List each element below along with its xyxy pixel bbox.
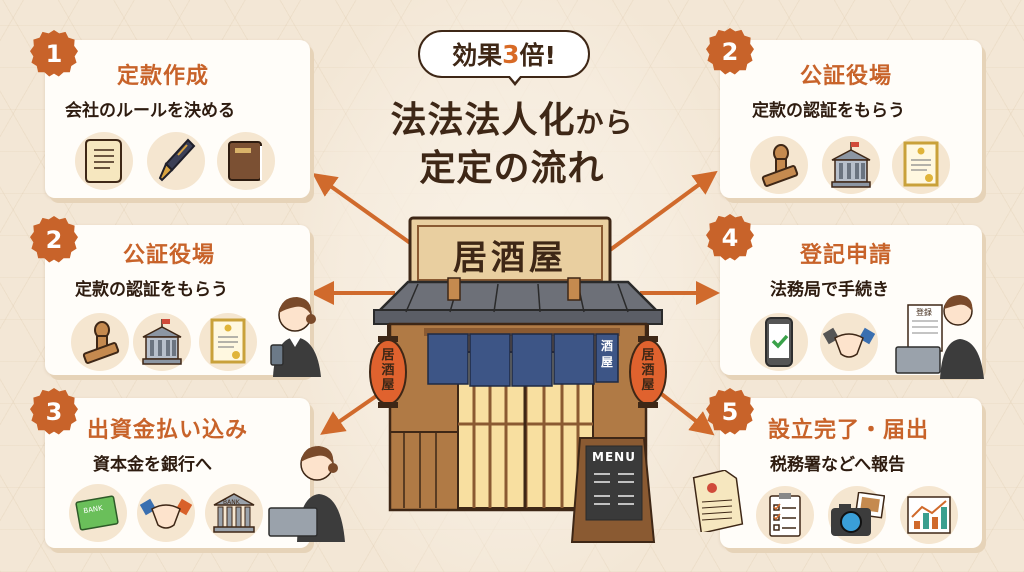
title-line1-small: から xyxy=(575,106,634,139)
shop-sign-text: 居酒屋 xyxy=(453,238,567,278)
lantern-left-text: 居酒屋 xyxy=(381,348,395,393)
step-number-badge: 3 xyxy=(30,388,78,435)
step-card-1: 定款作成 会社のルールを決める xyxy=(45,40,310,198)
step-title: 登記申請 xyxy=(800,243,893,268)
book-icon xyxy=(217,132,275,190)
staff-with-smartphone-illustration xyxy=(267,293,327,377)
government-building-icon xyxy=(133,313,191,371)
step-subtitle: 定款の認証をもらう xyxy=(75,280,228,300)
svg-text:BANK: BANK xyxy=(83,504,104,515)
bubble-accent-number: 3 xyxy=(502,39,520,69)
step-title: 公証役場 xyxy=(800,64,893,89)
smartphone-check-icon xyxy=(750,313,808,371)
step-subtitle: 法務局で手続き xyxy=(770,280,889,300)
certificate-icon xyxy=(199,313,257,371)
bubble-suffix: 倍! xyxy=(519,41,556,70)
step-subtitle: 税務署などへ報告 xyxy=(770,455,906,475)
title-line1-main: 法法法人化 xyxy=(390,100,576,141)
stamp-icon xyxy=(750,136,808,194)
izakaya-shop-illustration: 居酒屋 居酒屋 居酒屋 酒屋 MENU xyxy=(358,212,678,552)
step-subtitle: 資本金を銀行へ xyxy=(93,455,212,475)
bubble-tail-inner xyxy=(509,75,521,82)
menu-board-text: MENU xyxy=(592,450,636,464)
map-document-icon xyxy=(690,470,744,532)
step-title: 出資金払い込み xyxy=(87,418,249,443)
step-subtitle: 定款の認証をもらう xyxy=(752,101,905,121)
certificate-icon xyxy=(892,136,950,194)
step-card-2-left: 公証役場 定款の認証をもらう xyxy=(45,225,321,377)
government-building-icon xyxy=(822,136,880,194)
stamp-icon xyxy=(71,313,129,371)
scroll-icon xyxy=(75,132,133,190)
page-title: 法法法人化から 定定の流れ xyxy=(350,98,674,192)
title-line2: 定定の流れ xyxy=(419,148,605,189)
svg-text:BANK: BANK xyxy=(223,499,241,506)
step-card-4: 登記申請 法務局で手続き 登録 xyxy=(720,225,984,379)
fountain-pen-icon xyxy=(147,132,205,190)
step-title: 定款作成 xyxy=(117,64,210,89)
step-card-5: 設立完了・届出 税務署などへ報告 xyxy=(720,398,982,548)
handshake-icon xyxy=(820,313,878,371)
bubble-prefix: 効果 xyxy=(452,41,503,70)
bank-icon: BANK xyxy=(205,484,263,542)
bankbook-icon: BANK xyxy=(69,484,127,542)
step-card-3: 出資金払い込み 資本金を銀行へ BANK BANK xyxy=(45,398,345,548)
step-title: 公証役場 xyxy=(123,243,216,268)
checklist-icon xyxy=(756,486,814,544)
step-title: 設立完了・届出 xyxy=(768,418,930,443)
staff-with-laptop-illustration: 登録 xyxy=(888,287,984,379)
noren-text: 酒屋 xyxy=(600,339,613,369)
step-subtitle: 会社のルールを決める xyxy=(65,101,235,121)
step-card-2-right: 公証役場 定款の認証をもらう xyxy=(720,40,982,198)
handshake-icon xyxy=(137,484,195,542)
growth-chart-icon xyxy=(900,486,958,544)
camera-photo-icon xyxy=(828,486,886,544)
lantern-right-text: 居酒屋 xyxy=(641,348,655,393)
staff-with-laptop-illustration xyxy=(267,438,363,542)
svg-text:登録: 登録 xyxy=(916,307,932,317)
